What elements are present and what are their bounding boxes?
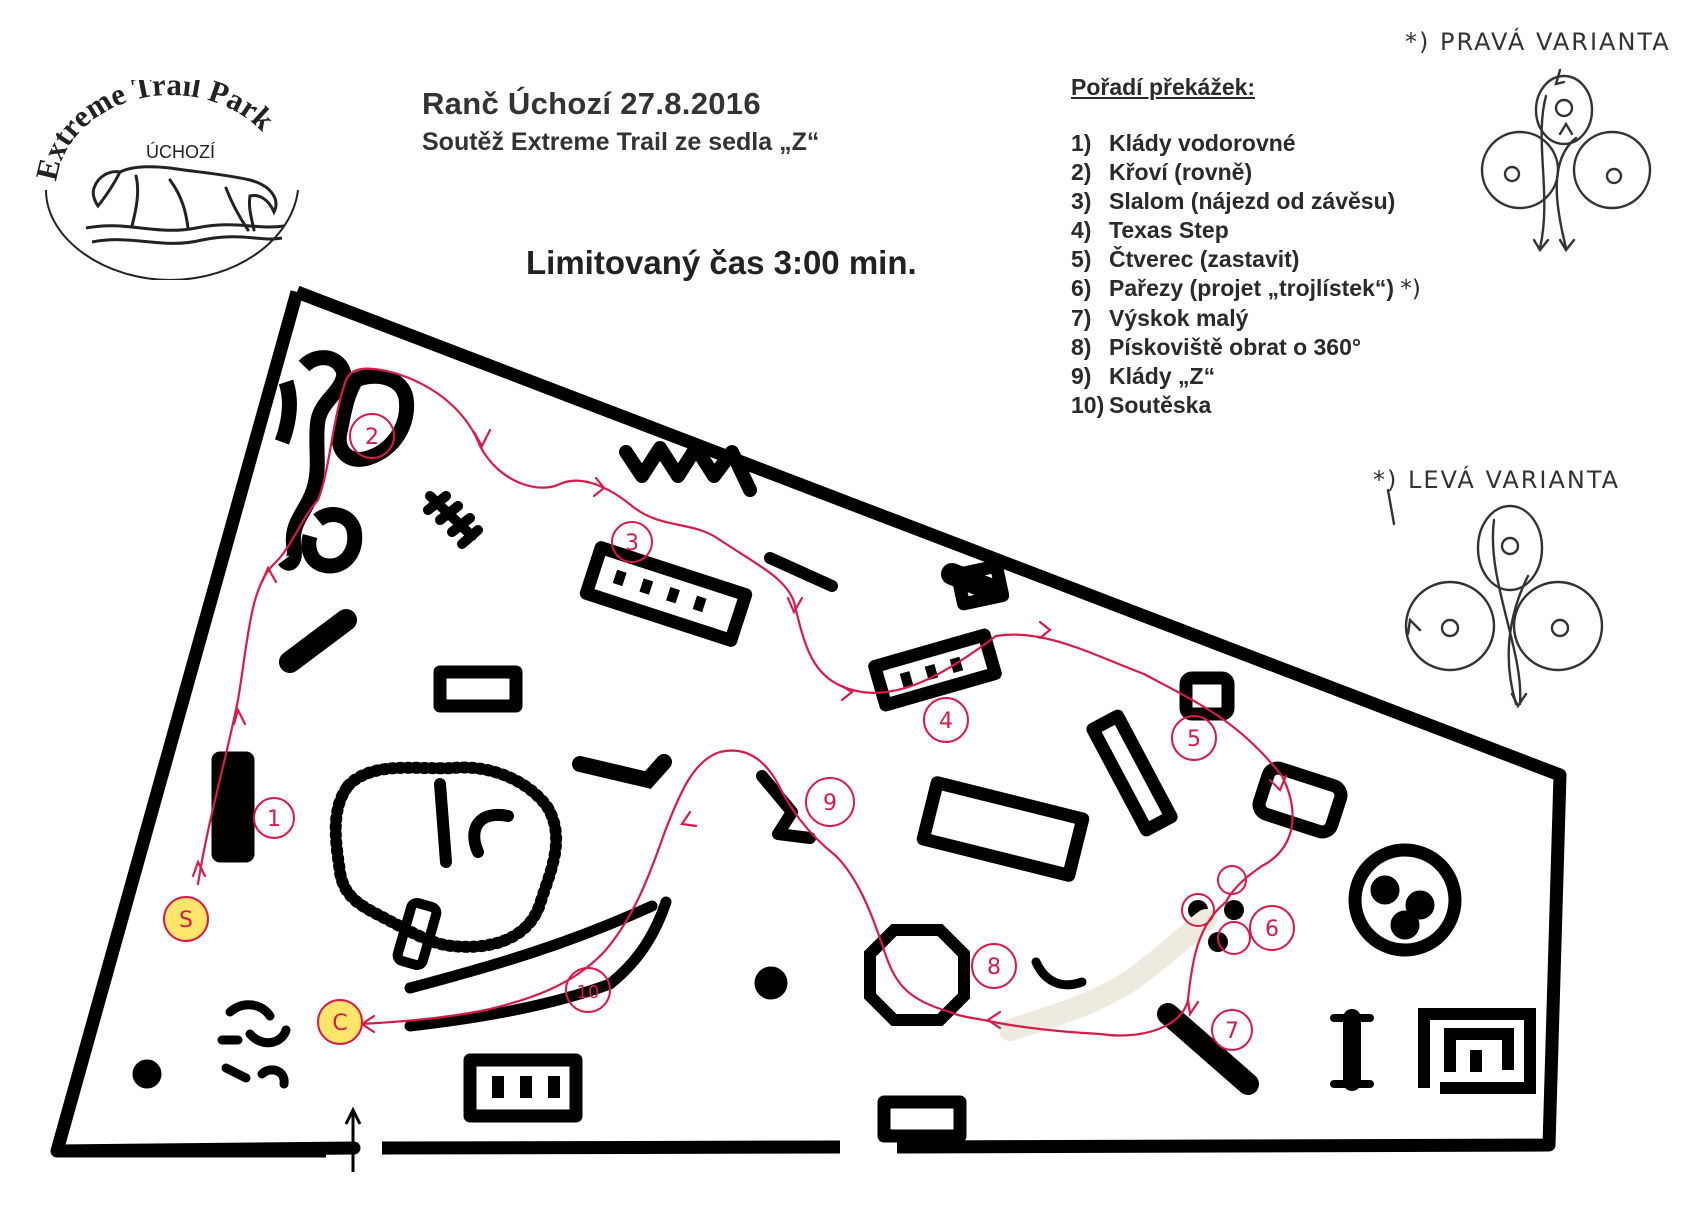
obstacle-order-heading: Pořadí překážek:	[1071, 74, 1256, 100]
horse-icon	[91, 165, 278, 232]
obstacle-number: 2)	[1071, 159, 1092, 185]
event-subtitle: Soutěž Extreme Trail ze sedla „Z“	[422, 128, 820, 156]
station-7-label: 7	[1225, 1019, 1239, 1044]
obstacle-number: 7)	[1071, 305, 1092, 331]
jump-obstacle	[1157, 1003, 1259, 1095]
station-10-label: 10	[577, 982, 600, 1003]
arena-fence-left	[50, 290, 304, 1153]
logo-sub: ÚCHOZÍ	[146, 141, 215, 162]
obstacle-name: Texas Step	[1109, 217, 1229, 243]
obstacle-name: Slalom (nájezd od závěsu)	[1109, 188, 1396, 214]
obstacle-number: 8)	[1071, 334, 1092, 360]
obstacle-item: 1) Klády vodorovné	[1071, 129, 1421, 158]
entry-arrow-icon	[344, 1106, 362, 1172]
obstacle-item: 5) Čtverec (zastavit)	[1071, 245, 1421, 274]
z-logs-obstacle	[756, 770, 816, 844]
station-markers	[163, 413, 1295, 1051]
slalom-obstacle	[619, 441, 757, 497]
left-variant-diagram	[1386, 488, 1604, 709]
obstacle-number: 10)	[1071, 392, 1105, 418]
bush-obstacle	[274, 350, 415, 574]
obstacle-name: Výskok malý	[1109, 305, 1249, 331]
obstacle-name: Soutěska	[1109, 392, 1212, 418]
station-labels: S C 1 2 3 4 5 6 7 8 9 10	[179, 425, 1279, 1044]
station-1-label: 1	[267, 807, 281, 832]
obstacle-item: 4) Texas Step	[1071, 216, 1421, 245]
logo-waves	[85, 223, 285, 245]
right-variant-text: *) PRAVÁ VARIANTA	[1405, 28, 1671, 56]
log-obstacle	[279, 609, 357, 673]
station-4-label: 4	[939, 709, 953, 734]
canyon-obstacle	[404, 900, 658, 994]
obstacle-name: Pískoviště obrat o 360°	[1109, 334, 1362, 360]
route-path	[191, 367, 1294, 1037]
obstacle-name: Čtverec (zastavit)	[1109, 246, 1300, 272]
obstacle-name: Křoví (rovně)	[1109, 159, 1253, 185]
obstacle-item: 8) Pískoviště obrat o 360°	[1071, 333, 1421, 362]
title-block: Ranč Úchozí 27.8.2016 Soutěž Extreme Tra…	[422, 86, 819, 157]
obstacle-item: 9) Klády „Z“	[1071, 362, 1421, 391]
start-label: S	[179, 908, 193, 933]
footnote-mark: *)	[1400, 276, 1421, 302]
correction-mark	[999, 909, 1217, 1041]
obstacle-name: Klády vodorovné	[1109, 130, 1296, 156]
event-title: Ranč Úchozí 27.8.2016	[422, 86, 761, 121]
obstacle-number: 3)	[1071, 188, 1092, 214]
obstacle-number: 6)	[1071, 275, 1092, 301]
tree-obstacle	[1348, 843, 1462, 957]
left-variant-text: *) LEVÁ VARIANTA	[1373, 466, 1621, 494]
ladder-obstacles	[433, 541, 1348, 1143]
logo-bottom-arc	[45, 189, 299, 280]
obstacle-item: 3) Slalom (nájezd od závěsu)	[1071, 187, 1421, 216]
extreme-trail-park-logo: Extreme Trail Park ÚCHOZÍ	[36, 80, 299, 280]
obstacle-name: Klády „Z“	[1109, 363, 1216, 389]
obstacle-item: 2) Křoví (rovně)	[1071, 158, 1421, 187]
stone-cluster	[217, 1000, 291, 1089]
left-variant-label: *) LEVÁ VARIANTA	[1373, 466, 1620, 494]
obstacle-name: Pařezy (projet „trojlístek“)	[1109, 275, 1395, 301]
station-3-label: 3	[625, 531, 639, 556]
obstacle-item: 6) Pařezy (projet „trojlístek“) *)	[1071, 274, 1421, 304]
obstacle-number: 4)	[1071, 217, 1092, 243]
maze-obstacle	[1418, 1008, 1536, 1094]
finish-label: C	[332, 1011, 347, 1036]
right-variant-label: *) PRAVÁ VARIANTA	[1405, 28, 1671, 56]
obstacle-number: 9)	[1071, 363, 1092, 389]
obstacle-number: 5)	[1071, 246, 1092, 272]
sandpit-obstacle	[864, 924, 970, 1026]
obstacle-item: 10)Soutěska	[1071, 391, 1421, 420]
obstacle-item: 7) Výskok malý	[1071, 304, 1421, 333]
obstacle-number: 1)	[1071, 130, 1092, 156]
station-5-label: 5	[1187, 727, 1201, 752]
obstacle-order: Pořadí překážek: 1) Klády vodorovné 2) Křo…	[1071, 74, 1421, 420]
right-variant-diagram	[1480, 68, 1652, 253]
station-8-label: 8	[987, 955, 1001, 980]
station-2-label: 2	[365, 425, 379, 450]
obstacle-shapes	[132, 441, 1374, 1095]
ladder-rungs	[492, 569, 964, 1098]
obstacle-list: 1) Klády vodorovné 2) Křoví (rovně) 3) Slal…	[1071, 129, 1421, 420]
finish-marker	[317, 999, 363, 1045]
station-6-label: 6	[1265, 917, 1279, 942]
station-9-label: 9	[823, 791, 837, 816]
l-obstacle	[572, 754, 672, 789]
logs-horizontal-obstacle	[211, 751, 255, 863]
fishbone-obstacle	[423, 491, 483, 549]
time-limit: Limitovaný čas 3:00 min.	[526, 244, 917, 281]
start-marker	[163, 896, 209, 942]
